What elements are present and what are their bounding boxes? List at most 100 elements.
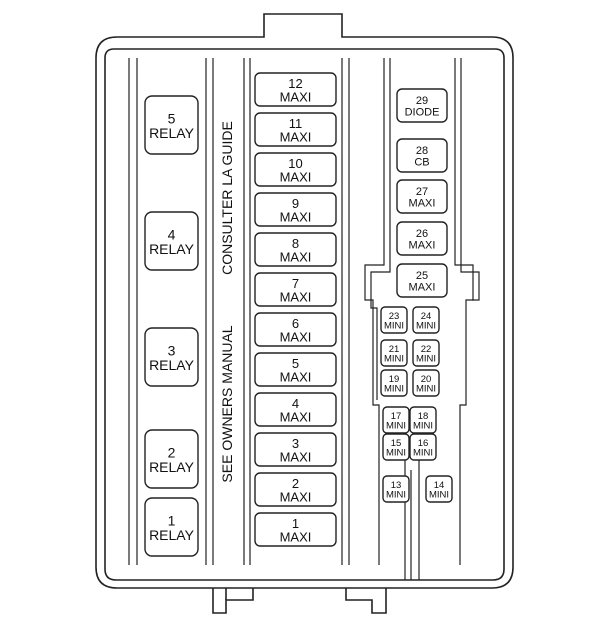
relay-3-number: 3: [168, 342, 176, 358]
maxi-fuse-10-label: MAXI: [280, 169, 312, 184]
maxi-fuse-11-label: MAXI: [280, 129, 312, 144]
mini-fuse-19-label: MINI: [384, 384, 404, 395]
maxi-fuse-11-number: 11: [289, 116, 303, 131]
mini-fuse-15-number: 15: [391, 438, 402, 449]
mini-fuse-16-label: MINI: [413, 448, 433, 459]
maxi-fuse-8-number: 8: [292, 236, 299, 251]
housing-outline: [95, 13, 514, 614]
maxi-fuse-6-number: 6: [292, 316, 299, 331]
relay-5-label: RELAY: [149, 125, 195, 141]
fuse-26-label: MAXI: [409, 240, 436, 252]
maxi-fuse-1-number: 1: [292, 516, 299, 531]
mini-fuse-grid: 23MINI24MINI21MINI22MINI19MINI20MINI17MI…: [380, 306, 453, 503]
maxi-fuse-9-number: 9: [292, 196, 299, 211]
mini-fuse-16-number: 16: [418, 438, 429, 449]
fuse-28-label: CB: [414, 157, 429, 169]
side-label-lower: SEE OWNERS MANUAL: [219, 325, 235, 482]
mini-fuse-17-label: MINI: [386, 421, 406, 432]
maxi-fuse-10-number: 10: [288, 156, 302, 171]
side-label-upper: CONSULTER LA GUIDE: [219, 121, 235, 275]
maxi-fuse-3-label: MAXI: [280, 449, 312, 464]
mini-fuse-22-label: MINI: [416, 354, 436, 365]
maxi-fuse-3-number: 3: [292, 436, 299, 451]
channel-lines: [128, 58, 480, 580]
mini-fuse-13-number: 13: [391, 480, 402, 491]
mini-fuse-21-label: MINI: [384, 354, 404, 365]
relay-3-label: RELAY: [149, 357, 195, 373]
fuse-25-label: MAXI: [409, 282, 436, 294]
relay-5-number: 5: [168, 110, 176, 126]
mini-fuse-14-label: MINI: [429, 490, 449, 501]
fuse-28-number: 28: [416, 145, 428, 157]
maxi-fuse-12-number: 12: [288, 76, 302, 91]
relay-2-label: RELAY: [149, 459, 195, 475]
maxi-fuse-7-number: 7: [292, 276, 299, 291]
maxi-fuse-2-number: 2: [292, 476, 299, 491]
maxi-fuse-2-label: MAXI: [280, 489, 312, 504]
maxi-fuse-8-label: MAXI: [280, 249, 312, 264]
fuse-27-number: 27: [416, 186, 428, 198]
mini-fuse-13-label: MINI: [386, 490, 406, 501]
maxi-fuse-column: 12MAXI11MAXI10MAXI9MAXI8MAXI7MAXI6MAXI5M…: [254, 72, 337, 547]
mini-fuse-20-number: 20: [421, 374, 432, 385]
fuse-29-number: 29: [416, 95, 428, 107]
mini-fuse-19-number: 19: [389, 374, 400, 385]
mini-fuse-18-label: MINI: [413, 421, 433, 432]
mini-fuse-15-label: MINI: [386, 448, 406, 459]
mini-fuse-21-number: 21: [389, 344, 400, 355]
mini-fuse-24-number: 24: [421, 311, 432, 322]
mini-fuse-20-label: MINI: [416, 384, 436, 395]
mini-fuse-24-label: MINI: [416, 321, 436, 332]
maxi-fuse-4-number: 4: [292, 396, 299, 411]
mini-fuse-17-number: 17: [391, 411, 402, 422]
maxi-fuse-5-label: MAXI: [280, 369, 312, 384]
relay-4-number: 4: [168, 226, 176, 242]
maxi-fuse-7-label: MAXI: [280, 289, 312, 304]
relay-4-label: RELAY: [149, 241, 195, 257]
relay-1-number: 1: [168, 512, 176, 528]
fuse-29-label: DIODE: [405, 107, 440, 119]
fuse-27-label: MAXI: [409, 198, 436, 210]
fuse-25-number: 25: [416, 270, 428, 282]
maxi-fuse-1-label: MAXI: [280, 529, 312, 544]
maxi-fuse-12-label: MAXI: [280, 89, 312, 104]
fuse-26-number: 26: [416, 228, 428, 240]
maxi-fuse-5-number: 5: [292, 356, 299, 371]
maxi-fuse-6-label: MAXI: [280, 329, 312, 344]
mini-fuse-23-label: MINI: [384, 321, 404, 332]
